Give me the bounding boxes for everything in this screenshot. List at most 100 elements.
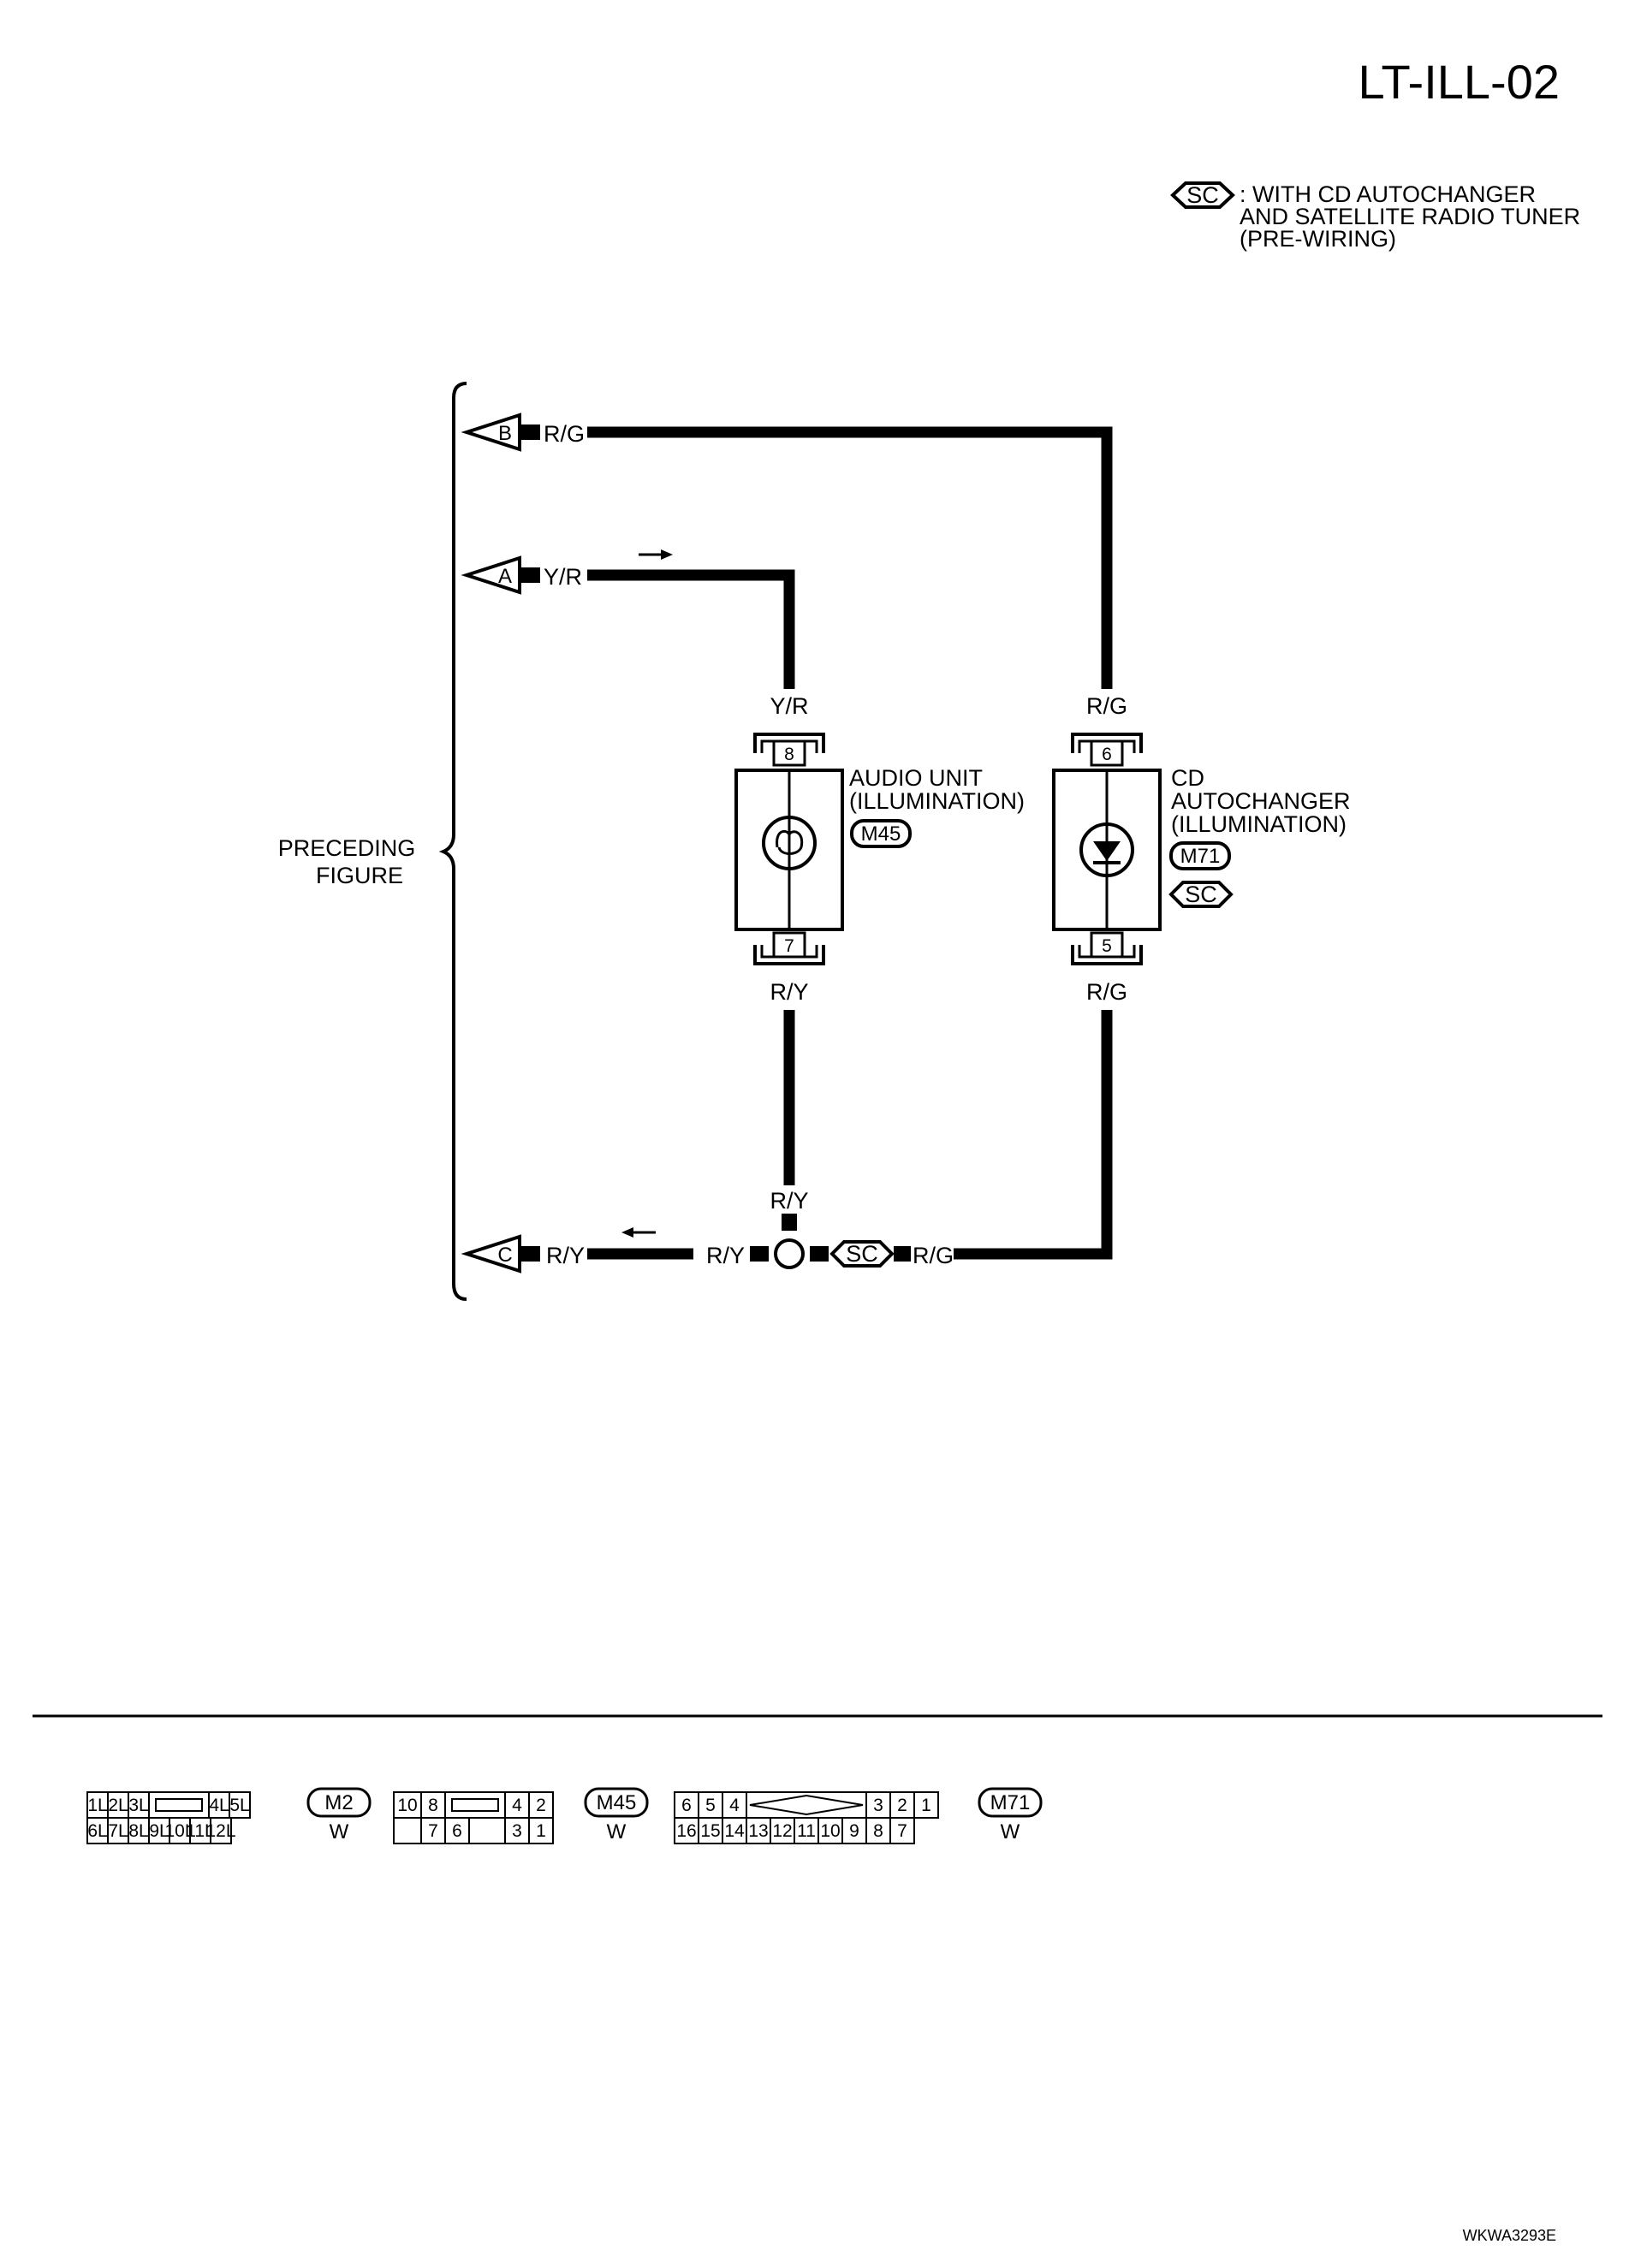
cavity-number: 12L [205, 1821, 235, 1841]
sc-option-symbol [1170, 181, 1235, 209]
cavity-top [722, 1791, 747, 1819]
junction-pin-right [810, 1246, 829, 1262]
connector-code-badge [306, 1787, 372, 1818]
cavity-bottom [210, 1817, 232, 1844]
cavity-number: 1L [87, 1796, 107, 1815]
cd-name-line-2: AUTOCHANGER [1171, 788, 1351, 814]
audio-connector-bottom-inner [760, 945, 818, 959]
cavity-number: 9 [849, 1821, 859, 1841]
junction-wire-left: R/Y [706, 1243, 745, 1268]
connector-code: M2 [324, 1791, 353, 1814]
cavity-bottom [444, 1817, 470, 1844]
cavity-bottom [169, 1817, 191, 1844]
cavity-top [393, 1791, 422, 1819]
cavity-number: 14 [724, 1821, 745, 1841]
audio-pin-bottom: 7 [784, 936, 794, 956]
cavity-number: 16 [676, 1821, 696, 1841]
cavity-bottom [420, 1817, 446, 1844]
cavity-number: 7L [108, 1821, 128, 1841]
wire-b-rg [587, 426, 1113, 689]
legend-line-1: : WITH CD AUTOCHANGER [1240, 181, 1536, 207]
cd-connector-badge [1169, 841, 1231, 870]
connector-code-badge [978, 1787, 1043, 1818]
cd-autochanger: R/G 6 5 R/G CD AUTOCHANGER (ILLUMINATION… [1052, 693, 1351, 1005]
cavity-number: 6 [452, 1821, 462, 1841]
lock-tab [749, 1794, 864, 1816]
terminal-b-id: B [498, 422, 512, 445]
junction-wire-up: R/Y [770, 1188, 808, 1214]
cavity-top [889, 1791, 915, 1819]
cavity-number: 3L [128, 1796, 148, 1815]
cd-pin-bottom: 5 [1102, 936, 1112, 956]
cavity-number: 3 [512, 1821, 522, 1841]
cavity-number: 8L [128, 1821, 148, 1841]
cavity-number: 8 [428, 1796, 438, 1815]
cavity-bottom [189, 1817, 211, 1844]
cavity-number: 5L [229, 1796, 249, 1815]
preceding-line-1: PRECEDING [278, 835, 416, 861]
terminal-c-wire: R/Y [546, 1243, 585, 1268]
cavity-number: 10L [164, 1821, 194, 1841]
cd-connector-code: M71 [1180, 845, 1221, 868]
cavity-number: 1 [536, 1821, 546, 1841]
terminal-b-pin [521, 425, 540, 440]
cd-name-line-1: CD [1171, 765, 1204, 791]
audio-pin-top-box [772, 739, 806, 767]
junction-pin-up [782, 1214, 797, 1231]
cavity-top [913, 1791, 939, 1819]
legend-line-3: (PRE-WIRING) [1240, 226, 1396, 252]
bulb-icon [762, 816, 817, 870]
wire-cd-rg-down [954, 1010, 1113, 1260]
led-icon [1079, 822, 1134, 877]
cd-wire-bottom: R/G [1086, 979, 1127, 1005]
audio-unit: Y/R 8 7 R/Y AUDIO UNIT (ILLUMINATION) M4… [734, 693, 1025, 1005]
legend: SC : WITH CD AUTOCHANGER AND SATELLITE R… [1170, 181, 1580, 252]
cavity-bottom [468, 1817, 506, 1844]
audio-wire-top: Y/R [770, 693, 808, 719]
flow-arrow-c-head [621, 1227, 633, 1238]
cd-name-line-3: (ILLUMINATION) [1171, 811, 1347, 837]
terminal-a-pin [521, 567, 540, 583]
cavity-number: 10 [397, 1796, 417, 1815]
wire-a-yr [587, 569, 795, 689]
cavity-number: 10 [820, 1821, 840, 1841]
terminal-a-wire: Y/R [544, 564, 582, 590]
junction-pin-right-2 [894, 1246, 911, 1262]
bulb-filament [776, 829, 804, 855]
cavity-bottom [841, 1817, 867, 1844]
cavity-number: 7 [897, 1821, 907, 1841]
connector-code-badge [584, 1787, 649, 1818]
legend-symbol: SC [1186, 182, 1219, 208]
cavity-top [229, 1791, 251, 1819]
terminal-a-id: A [498, 565, 512, 588]
audio-connector-badge [850, 819, 912, 848]
cd-connector-bottom-outer [1071, 945, 1143, 965]
cavity-bottom [393, 1817, 422, 1844]
audio-name-line-1: AUDIO UNIT [849, 765, 983, 791]
flow-arrow-a-head [661, 549, 673, 560]
cd-pin-top: 6 [1102, 745, 1112, 764]
audio-connector-top-outer [753, 733, 825, 753]
connector-code: M45 [597, 1791, 637, 1814]
audio-pin-top: 8 [784, 745, 794, 764]
cavity-number: 5 [705, 1796, 716, 1815]
cavity-number: 8 [873, 1821, 883, 1841]
cavity-number: 4 [729, 1796, 740, 1815]
audio-connector-code: M45 [861, 822, 901, 846]
cd-wire-top: R/G [1086, 693, 1127, 719]
cavity-top [107, 1791, 129, 1819]
cavity-number: 2L [108, 1796, 128, 1815]
cavity-number: 6L [87, 1821, 107, 1841]
cavity-number: 4 [512, 1796, 522, 1815]
cd-option: SC [1185, 882, 1217, 907]
preceding-line-2: FIGURE [316, 863, 403, 888]
terminal-a: A Y/R [461, 555, 582, 595]
terminal-c-id: C [497, 1244, 512, 1267]
cavity-number: 1 [921, 1796, 931, 1815]
cavity-bottom [128, 1817, 150, 1844]
terminal-c: C R/Y [461, 1234, 585, 1274]
lock-tab [155, 1798, 203, 1812]
cavity-top [148, 1791, 210, 1819]
